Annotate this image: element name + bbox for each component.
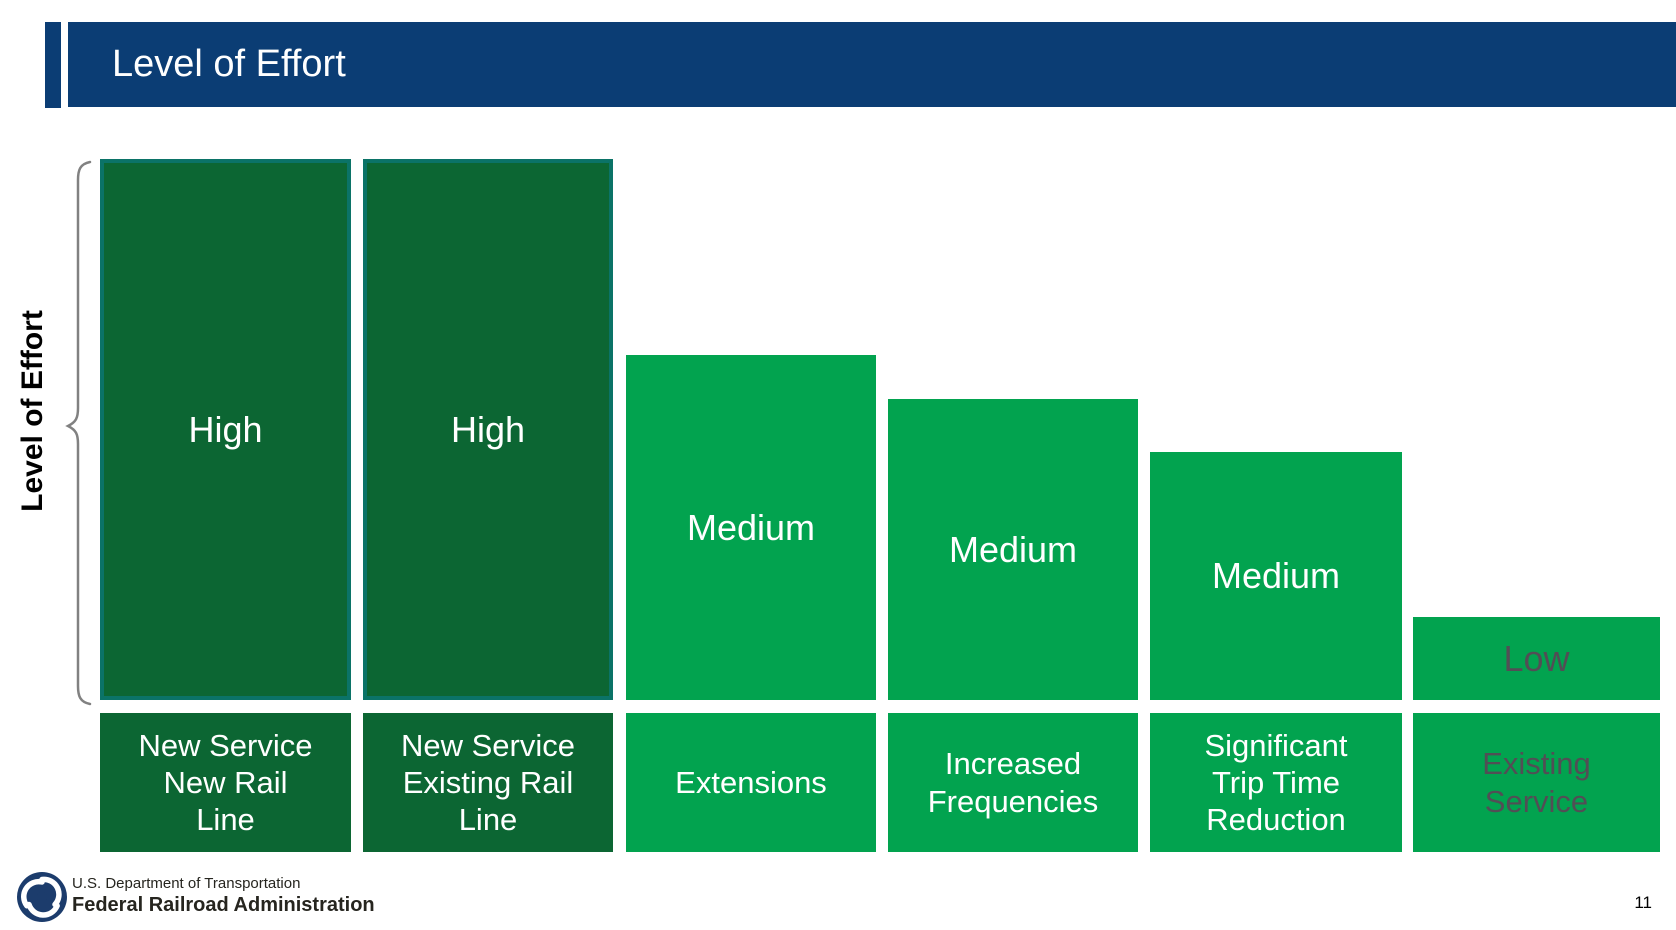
category-increased-frequencies: Increased Frequencies: [888, 713, 1138, 852]
category-label: Existing Service: [1482, 746, 1591, 819]
category-label: Extensions: [675, 764, 827, 800]
bar-value-label: Low: [1503, 637, 1570, 679]
category-label: New Service New Rail Line: [138, 727, 313, 838]
footer-agency-block: U.S. Department of Transportation Federa…: [72, 875, 375, 917]
category-existing-service: Existing Service: [1413, 713, 1660, 852]
page-number: 11: [1634, 893, 1652, 912]
bar-increased-frequencies: Medium: [888, 399, 1138, 700]
footer-agency-line2: Federal Railroad Administration: [72, 894, 375, 916]
bar-new-service-new-rail-line: High: [100, 159, 351, 700]
category-label: Significant Trip Time Reduction: [1204, 727, 1348, 838]
category-label: Increased Frequencies: [927, 746, 1099, 819]
bar-new-service-existing-rail-line: High: [363, 159, 613, 700]
bar-value-label: Medium: [948, 528, 1078, 570]
bar-extensions: Medium: [626, 355, 876, 700]
page-title: Level of Effort: [112, 43, 346, 85]
bar-value-label: High: [188, 408, 263, 450]
bar-significant-trip-time-reduction: Medium: [1150, 452, 1402, 700]
bar-value-label: Medium: [686, 506, 816, 548]
y-axis-label: Level of Effort: [16, 310, 49, 512]
axis-brace-icon: [65, 160, 92, 706]
category-new-service-existing-rail-line: New Service Existing Rail Line: [363, 713, 613, 852]
bar-existing-service: Low: [1413, 617, 1660, 700]
header-accent-bar: [45, 22, 61, 108]
footer-agency-line1: U.S. Department of Transportation: [72, 875, 301, 892]
bar-value-label: High: [450, 408, 526, 450]
category-label: New Service Existing Rail Line: [401, 727, 575, 838]
category-extensions: Extensions: [626, 713, 876, 852]
header-bar: Level of Effort: [68, 22, 1676, 107]
category-new-service-new-rail-line: New Service New Rail Line: [100, 713, 351, 852]
category-significant-trip-time-reduction: Significant Trip Time Reduction: [1150, 713, 1402, 852]
bar-value-label: Medium: [1211, 555, 1341, 596]
usdot-logo-icon: [17, 872, 67, 922]
